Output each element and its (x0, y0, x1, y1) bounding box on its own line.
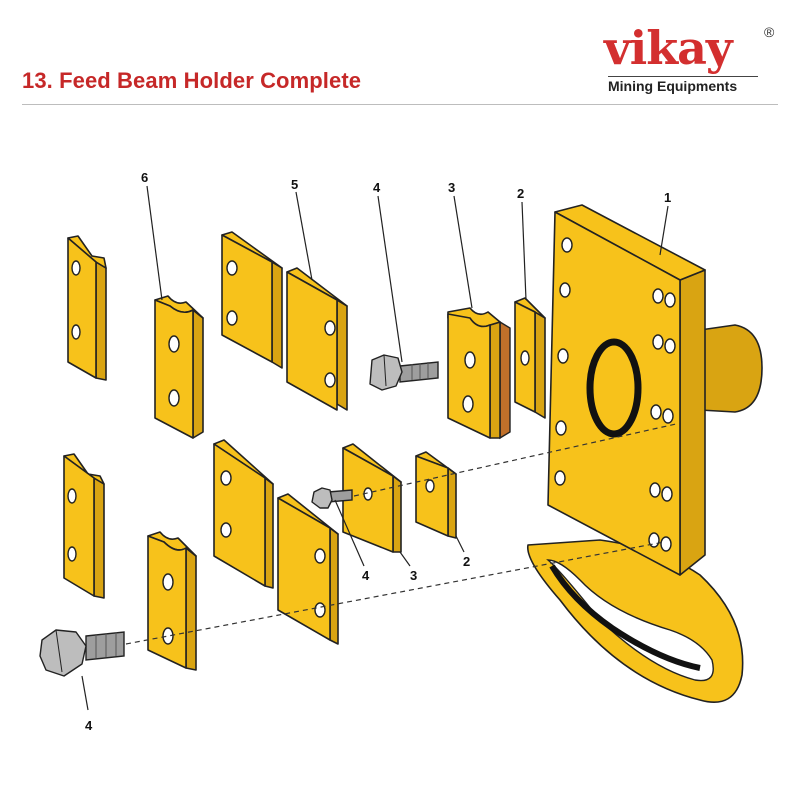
callout-part-3-mid: 3 (410, 568, 417, 583)
callout-part-2-top: 2 (517, 186, 524, 201)
thin-shim-plate-top (514, 297, 546, 419)
thin-shim-plate-mid (415, 451, 457, 539)
bolt-bottom (39, 629, 125, 677)
liner-plate-top-back (221, 231, 283, 369)
callout-part-4-top: 4 (373, 180, 381, 195)
callout-part-4-bottom: 4 (85, 718, 93, 733)
notched-block-top (447, 307, 511, 440)
bolt-top (369, 354, 439, 391)
assembly-line-upper (353, 423, 677, 497)
brand-logo: vikay ® Mining Equipments (604, 22, 784, 98)
callout-part-4-mid: 4 (362, 568, 370, 583)
bolt-mid (311, 487, 353, 509)
callout-part-5: 5 (291, 177, 298, 192)
callout-part-6: 6 (141, 170, 148, 185)
page-title: 13. Feed Beam Holder Complete (22, 68, 362, 93)
liner-plate-top-front (286, 267, 348, 411)
registered-mark: ® (764, 24, 775, 40)
callout-part-3-top: 3 (448, 180, 455, 195)
guide-block-bottom (147, 531, 197, 671)
main-holder-plate (527, 204, 763, 704)
assembly-line-lower (125, 541, 665, 645)
liner-plate-mid-front (277, 493, 339, 645)
side-block-bottom (63, 453, 105, 599)
side-block-top (67, 235, 107, 381)
callout-part-2-mid: 2 (463, 554, 470, 569)
brand-tagline: Mining Equipments (608, 78, 738, 94)
liner-plate-mid-back (213, 439, 274, 589)
wear-pad-mid (342, 443, 402, 553)
callout-part-1: 1 (664, 190, 671, 205)
brand-divider (608, 76, 758, 77)
brand-name: vikay (604, 21, 733, 75)
guide-block-top (154, 295, 204, 439)
title-divider (22, 104, 778, 105)
